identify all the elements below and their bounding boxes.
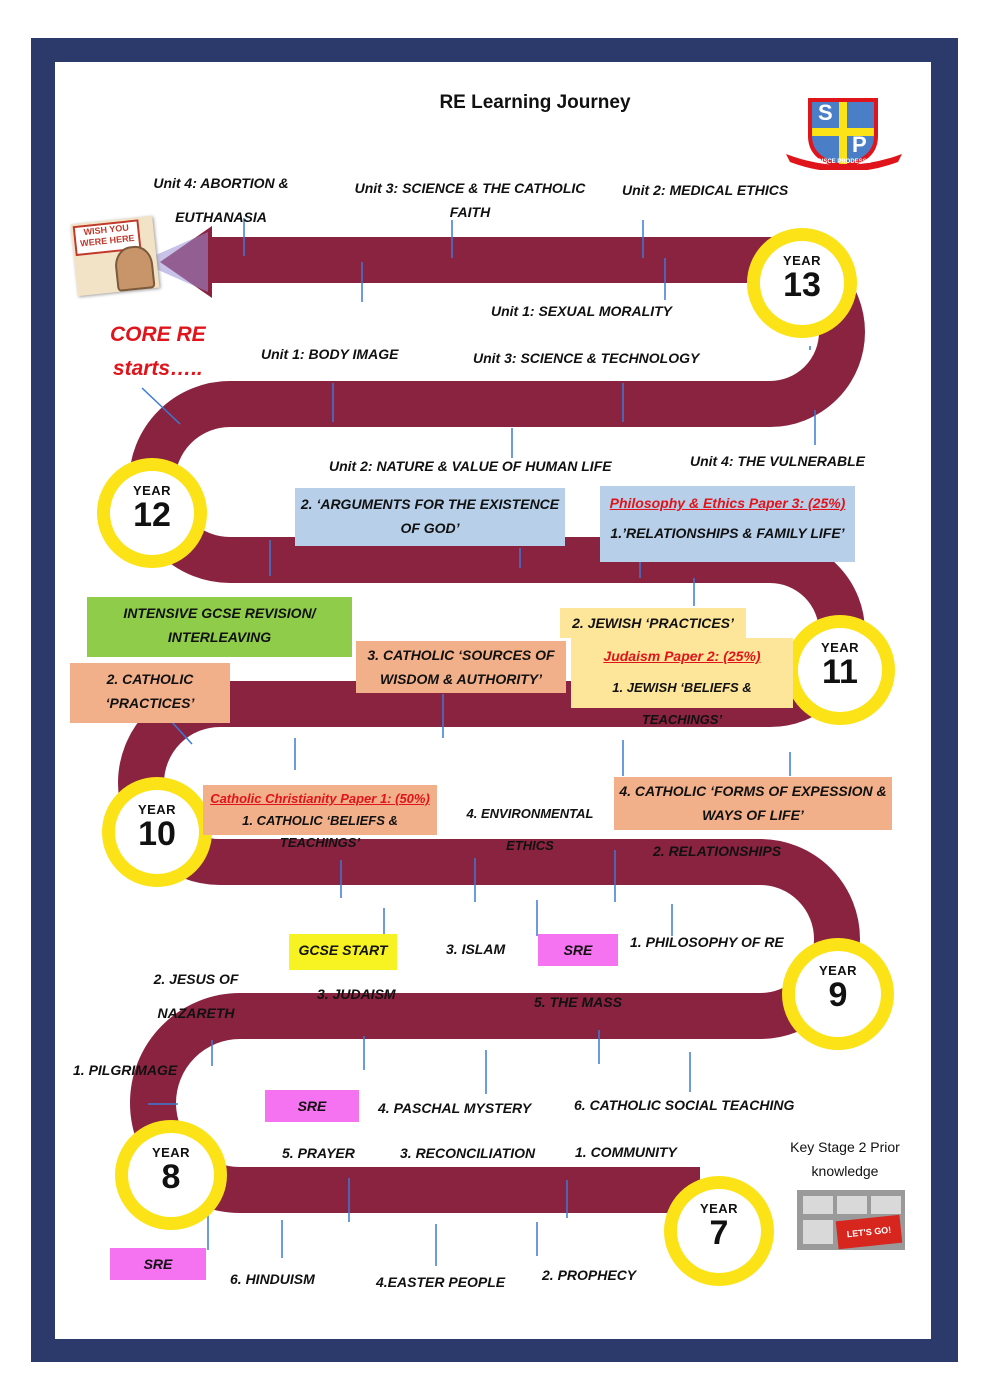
environmental-ethics-label: 4. ENVIRONMENTAL ETHICS: [466, 806, 594, 853]
paschal-mystery-label: 4. PASCHAL MYSTERY: [378, 1100, 532, 1116]
prophecy-label: 2. PROPHECY: [542, 1267, 637, 1283]
pilgrimage-label: 1. PILGRIMAGE: [73, 1062, 178, 1078]
core-re-label: CORE RE starts…..: [110, 323, 206, 380]
logo-letter-p: P: [852, 132, 867, 157]
wish-you-were-here-postcard: WISH YOU WERE HERE: [70, 215, 160, 297]
y13-unit4-label: Unit 4: ABORTION & EUTHANASIA: [153, 175, 289, 225]
easter-people-label: 4.EASTER PEOPLE: [376, 1274, 506, 1290]
the-mass-label: 5. THE MASS: [534, 994, 622, 1010]
y12-unit2-label: Unit 2: NATURE & VALUE OF HUMAN LIFE: [329, 458, 612, 474]
relationships-label: 2. RELATIONSHIPS: [653, 843, 782, 859]
page-title: RE Learning Journey: [439, 92, 631, 113]
y13-unit2-label: Unit 2: MEDICAL ETHICS: [622, 182, 789, 198]
arguments-box: 2. ‘ARGUMENTS FOR THE EXISTENCE OF GOD’: [295, 488, 565, 546]
keyboard-image: LET'S GO!: [797, 1190, 905, 1250]
catholic-practices-box: 2. CATHOLIC ‘PRACTICES’: [70, 663, 230, 723]
gcse-start-box: GCSE START: [289, 934, 397, 970]
reconciliation-label: 3. RECONCILIATION: [400, 1145, 536, 1161]
tick-marks: [141, 218, 816, 1266]
y12-unit4-label: Unit 4: THE VULNERABLE: [690, 453, 865, 469]
logo-letter-s: S: [818, 100, 833, 125]
sre-box-year9: SRE: [538, 934, 618, 966]
avatar-icon: [113, 244, 156, 292]
sre-box-year8: SRE: [265, 1090, 359, 1122]
jewish-practices-box: 2. JEWISH ‘PRACTICES’: [560, 608, 746, 638]
hinduism-label: 6. HINDUISM: [230, 1271, 315, 1287]
catholic-social-teaching-label: 6. CATHOLIC SOCIAL TEACHING: [574, 1097, 795, 1113]
islam-label: 3. ISLAM: [446, 941, 506, 957]
sre-box-year7: SRE: [110, 1248, 206, 1280]
catholic-christianity-box: Catholic Christianity Paper 1: (50%) 1. …: [203, 785, 437, 850]
judaism-paper-box: Judaism Paper 2: (25%) 1. JEWISH ‘BELIEF…: [571, 638, 793, 727]
prayer-label: 5. PRAYER: [282, 1145, 355, 1161]
community-label: 1. COMMUNITY: [575, 1144, 677, 1160]
judaism-label: 3. JUDAISM: [317, 986, 396, 1002]
jesus-of-nazareth-label: 2. JESUS OF NAZARETH: [153, 971, 239, 1021]
lets-go-key: LET'S GO!: [835, 1214, 903, 1250]
logo-motto: DISCE PRODESSE: [817, 159, 871, 165]
school-logo: S P DISCE PRODESSE: [782, 96, 906, 172]
y12-unit1-label: Unit 1: BODY IMAGE: [261, 346, 399, 362]
key-stage-2-label: Key Stage 2 Prior knowledge: [790, 1139, 900, 1179]
philosophy-ethics-box: Philosophy & Ethics Paper 3: (25%) 1.’RE…: [600, 486, 855, 562]
y12-unit3-label: Unit 3: SCIENCE & TECHNOLOGY: [473, 350, 700, 366]
philosophy-of-re-label: 1. PHILOSOPHY OF RE: [630, 934, 784, 950]
revision-box: INTENSIVE GCSE REVISION/ INTERLEAVING: [87, 597, 352, 657]
sources-box: 3. CATHOLIC ‘SOURCES OF WISDOM & AUTHORI…: [356, 641, 566, 693]
projector-beam: [140, 232, 208, 292]
forms-of-expression-box: 4. CATHOLIC ‘FORMS OF EXPESSION & WAYS O…: [614, 777, 892, 830]
y13-unit3-label: Unit 3: SCIENCE & THE CATHOLIC FAITH: [354, 180, 586, 220]
y13-unit1-label: Unit 1: SEXUAL MORALITY: [491, 303, 672, 319]
